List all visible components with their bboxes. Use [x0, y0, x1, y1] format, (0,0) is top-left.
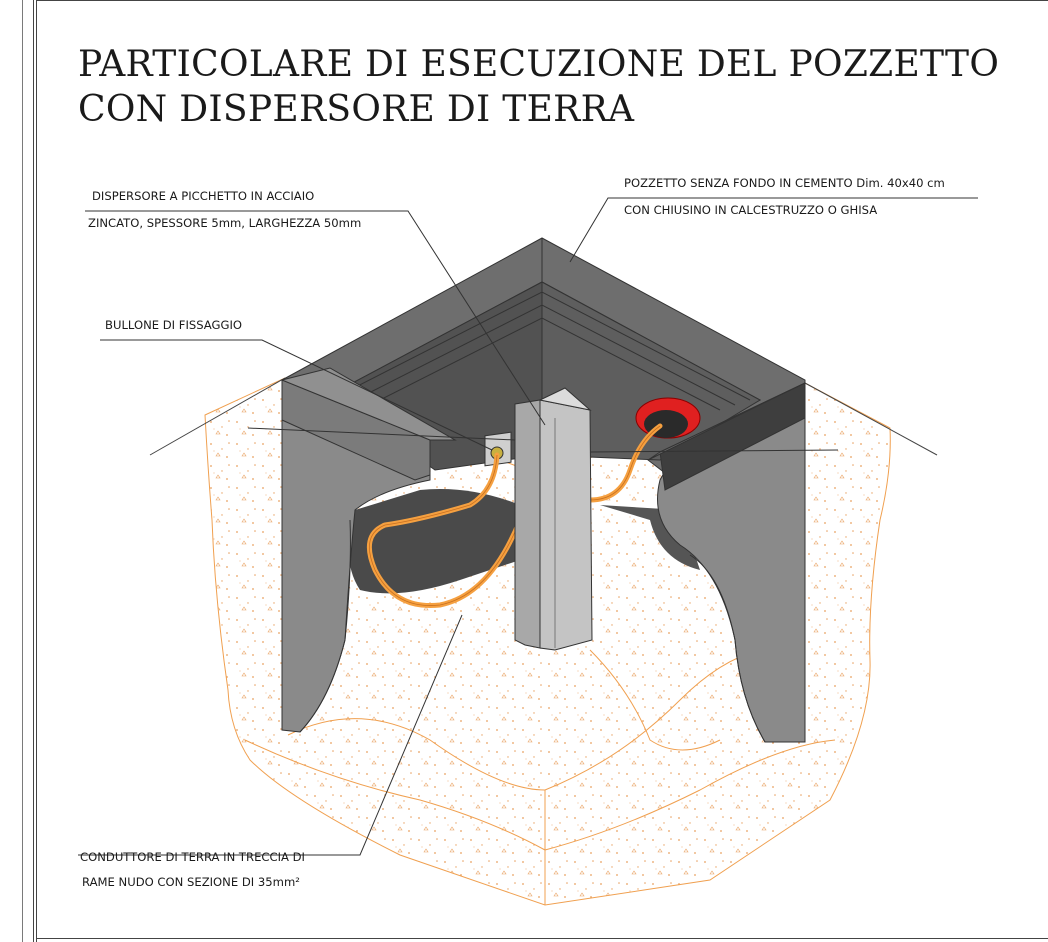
label-conduttore-line-1: CONDUTTORE DI TERRA IN TRECCIA DI [80, 850, 305, 864]
frame-line [22, 0, 23, 942]
label-conduttore-line-2: RAME NUDO CON SEZIONE DI 35mm² [82, 875, 300, 889]
ground-spike [514, 399, 541, 649]
label-dispersore-line-1: DISPERSORE A PICCHETTO IN ACCIAIO [92, 189, 315, 203]
drawing-title: PARTICOLARE DI ESECUZIONE DEL POZZETTO C… [78, 42, 999, 132]
ground-line [804, 382, 938, 456]
leader-dispersore [85, 210, 546, 426]
pit-cavity [348, 489, 520, 594]
label-pozzetto-line-2: CON CHIUSINO IN CALCESTRUZZO O GHISA [624, 203, 878, 217]
ledge-right-top [647, 382, 806, 461]
label-dispersore-line-2: ZINCATO, SPESSORE 5mm, LARGHEZZA 50mm [88, 216, 362, 230]
ground-spike [539, 399, 593, 651]
label-bullone: BULLONE DI FISSAGGIO [105, 318, 243, 332]
wall-left-curve [299, 519, 351, 733]
drawing-title-line-1: PARTICOLARE DI ESECUZIONE DEL POZZETTO [78, 44, 1000, 85]
frame-line [36, 0, 37, 942]
soil-contour [589, 649, 721, 751]
frame-line [33, 0, 34, 942]
frame-line [36, 0, 1048, 1]
section-line [247, 427, 516, 441]
frame-line [36, 938, 1048, 939]
leader-pozzetto [569, 197, 978, 263]
ledge-left-top [280, 367, 457, 441]
drawing-title-line-2: CON DISPERSORE DI TERRA [78, 89, 635, 130]
wall-right-curve [689, 554, 766, 743]
ground-spike [538, 387, 592, 411]
copper-cable-outline [368, 425, 661, 606]
leader-conduttore [78, 614, 463, 856]
soil-contour [287, 649, 761, 791]
ground-line [149, 377, 286, 456]
label-pozzetto-line-1: POZZETTO SENZA FONDO IN CEMENTO Dim. 40x… [624, 176, 945, 190]
leader-bullone [100, 339, 493, 451]
section-line [589, 449, 839, 453]
